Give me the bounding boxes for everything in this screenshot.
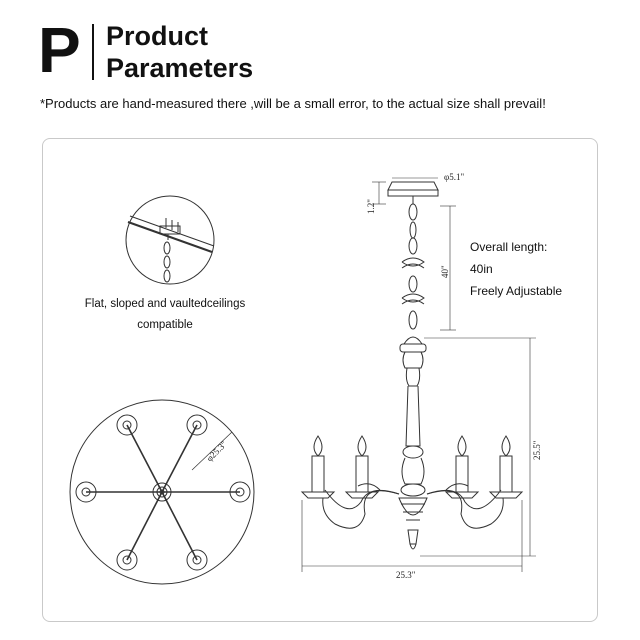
- candle-cups-top-view: [75, 414, 251, 571]
- ceiling-caption-line-1: Flat, sloped and vaultedceilings: [84, 298, 246, 310]
- length-spec: Overall length: 40in Freely Adjustable: [470, 236, 562, 302]
- overall-length-label: Overall length:: [470, 240, 548, 254]
- title-divider: [92, 24, 94, 80]
- ceiling-caption: Flat, sloped and vaultedceilings compati…: [60, 294, 270, 336]
- length-value: 40in: [470, 262, 493, 276]
- chain-length-label: 40": [440, 265, 450, 278]
- canopy-height-label: 1.2": [366, 199, 376, 214]
- top-view-diameter-label: φ25.3": [204, 439, 229, 464]
- adjustable-note: Freely Adjustable: [470, 284, 563, 298]
- measurement-note: *Products are hand-measured there ,will …: [40, 96, 546, 111]
- width-label: 25.3": [396, 570, 416, 580]
- chandelier-side-view: [300, 177, 536, 572]
- title-line-2: Parameters: [106, 53, 254, 83]
- ceiling-mount-detail: [125, 195, 215, 285]
- top-view: [69, 399, 255, 585]
- logo-letter: P: [38, 14, 81, 86]
- diagram-panel: [42, 138, 598, 622]
- title-line-1: Product: [106, 21, 209, 51]
- canopy-diameter-label: φ5.1": [444, 172, 464, 182]
- body-height-label: 25.5": [532, 440, 542, 460]
- ceiling-caption-line-2: compatible: [137, 319, 193, 331]
- page-title: Product Parameters: [106, 20, 253, 84]
